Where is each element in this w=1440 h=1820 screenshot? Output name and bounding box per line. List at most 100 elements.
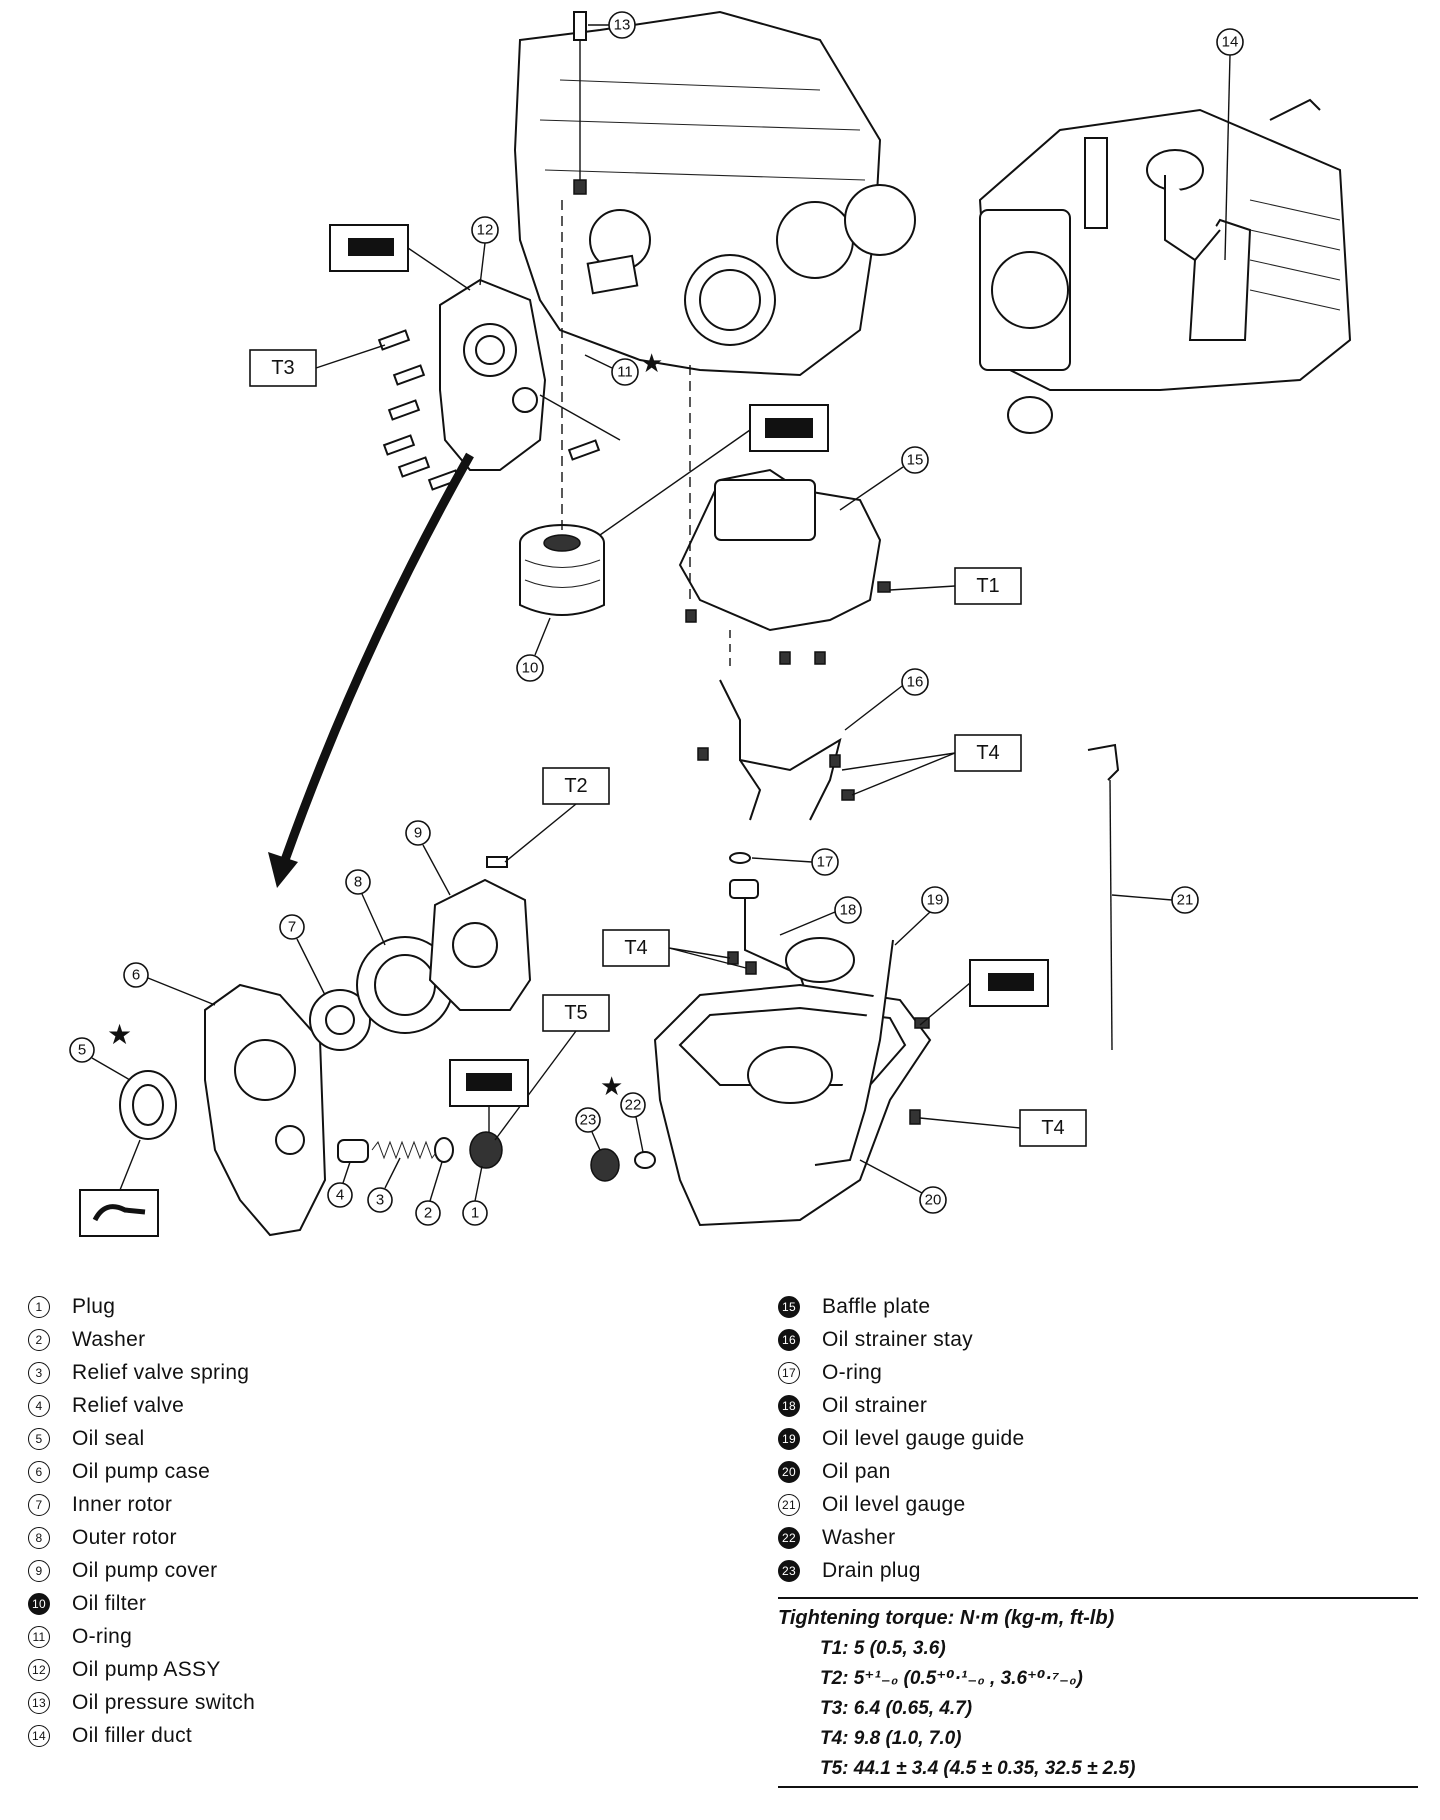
legend-number: 10 [28, 1592, 50, 1615]
torque-heading: Tightening torque: N·m (kg-m, ft-lb) [778, 1607, 1115, 1629]
svg-text:10: 10 [522, 660, 539, 677]
oil-can-symbol [599, 404, 829, 536]
legend-label: Oil pump case [72, 1459, 211, 1483]
torque-box-t4-middle: T4 [602, 929, 747, 969]
svg-text:T3: T3 [271, 357, 294, 379]
svg-text:1: 1 [471, 1205, 479, 1222]
callout-23: 23 [575, 1107, 601, 1151]
torque-divider [778, 1597, 1418, 1599]
legend-number: 6 [28, 1460, 50, 1483]
legend-number: 3 [28, 1361, 50, 1384]
legend-number: 8 [28, 1526, 50, 1549]
oil-seal-part [119, 1070, 177, 1140]
legend-number: 22 [778, 1526, 800, 1549]
svg-text:T4: T4 [624, 937, 647, 959]
legend-number: 1 [28, 1295, 50, 1318]
torque-box-t4-lower: T4 [919, 1109, 1087, 1147]
engine-side-assembly [978, 98, 1352, 434]
legend-label: Outer rotor [72, 1525, 177, 1549]
star-marker-22: ★ [600, 1072, 623, 1102]
legend-number: 23 [778, 1559, 800, 1582]
svg-text:11: 11 [617, 364, 633, 381]
callout-4: 4 [327, 1161, 353, 1208]
svg-text:7: 7 [288, 919, 296, 936]
legend-label: Drain plug [822, 1558, 921, 1582]
legend-label: Relief valve [72, 1393, 185, 1417]
callout-10: 10 [516, 617, 551, 682]
legend-number: 20 [778, 1460, 800, 1483]
legend-number: 7 [28, 1493, 50, 1516]
svg-text:6: 6 [132, 967, 140, 984]
torque-box-t3: T3 [249, 344, 386, 387]
callout-18: 18 [779, 896, 862, 936]
legend-item: 3 Relief valve spring [28, 1356, 648, 1389]
legend-number: 16 [778, 1328, 800, 1351]
bolt-group [377, 329, 601, 491]
torque-line-t2: T2: 5⁺¹₋₀ (0.5⁺⁰·¹₋₀ , 3.6⁺⁰·⁷₋₀) [820, 1668, 1083, 1689]
svg-text:15: 15 [907, 452, 924, 469]
callout-19: 19 [894, 886, 949, 946]
svg-text:5: 5 [78, 1042, 86, 1059]
callout-17: 17 [751, 848, 839, 876]
torque-box-t5: T5 [494, 994, 610, 1141]
legend-number: 9 [28, 1559, 50, 1582]
legend-label: O-ring [822, 1360, 883, 1384]
callout-20: 20 [859, 1159, 947, 1214]
legend-number: 17 [778, 1361, 800, 1384]
callout-12: 12 [471, 216, 499, 286]
legend-label: Inner rotor [72, 1492, 173, 1516]
svg-text:3: 3 [376, 1192, 384, 1209]
legend-number: 5 [28, 1427, 50, 1450]
torque-line-t1: T1: 5 (0.5, 3.6) [820, 1638, 946, 1659]
legend-item: 23 Drain plug [778, 1554, 1418, 1587]
legend-item: 7 Inner rotor [28, 1488, 648, 1521]
legend-label: Oil filler duct [72, 1723, 193, 1747]
torque-box-t4-upper: T4 [841, 734, 1022, 796]
legend-label: Oil pressure switch [72, 1690, 256, 1714]
oil-level-gauge-part [1087, 743, 1120, 1051]
engine-block [513, 10, 916, 377]
svg-text:16: 16 [907, 674, 924, 691]
oil-pressure-switch-part [573, 11, 587, 195]
legend-number: 2 [28, 1328, 50, 1351]
torque-line-t3: T3: 6.4 (0.65, 4.7) [820, 1698, 973, 1719]
legend-label: Oil level gauge guide [822, 1426, 1025, 1450]
callout-1: 1 [462, 1165, 488, 1226]
callout-6: 6 [123, 962, 216, 1006]
legend-item: 14 Oil filler duct [28, 1719, 648, 1752]
legend-number: 21 [778, 1493, 800, 1516]
legend-label: Relief valve spring [72, 1360, 250, 1384]
bottom-rule [778, 1786, 1418, 1788]
legend-item: 6 Oil pump case [28, 1455, 648, 1488]
legend-label: Plug [72, 1294, 116, 1318]
sealant-symbol-pan [919, 959, 1049, 1026]
legend-label: Oil pump ASSY [72, 1657, 221, 1681]
legend-number: 13 [28, 1691, 50, 1714]
svg-text:21: 21 [1177, 892, 1194, 909]
baffle-plate-part [678, 365, 891, 670]
svg-text:23: 23 [580, 1112, 597, 1129]
callout-13: 13 [588, 11, 636, 39]
callout-14: 14 [1216, 28, 1244, 261]
legend-item: 1 Plug [28, 1290, 648, 1323]
star-marker-5: ★ [107, 1018, 132, 1051]
svg-text:13: 13 [614, 17, 631, 34]
exploded-view-diagram: T3 T1 T4 T2 T4 T5 T4 [69, 10, 1352, 1237]
callout-5: 5 [69, 1037, 131, 1081]
legend-number: 14 [28, 1724, 50, 1747]
callout-11: 11 [584, 354, 639, 386]
rotor-parts [309, 856, 532, 1051]
legend-number: 15 [778, 1295, 800, 1318]
callout-2: 2 [415, 1161, 443, 1226]
svg-text:8: 8 [354, 874, 362, 891]
exploded-view-arrow [280, 452, 474, 862]
torque-line-t5: T5: 44.1 ± 3.4 (4.5 ± 0.35, 32.5 ± 2.5) [820, 1758, 1136, 1779]
svg-text:19: 19 [927, 892, 944, 909]
torque-line-t4: T4: 9.8 (1.0, 7.0) [820, 1728, 962, 1749]
